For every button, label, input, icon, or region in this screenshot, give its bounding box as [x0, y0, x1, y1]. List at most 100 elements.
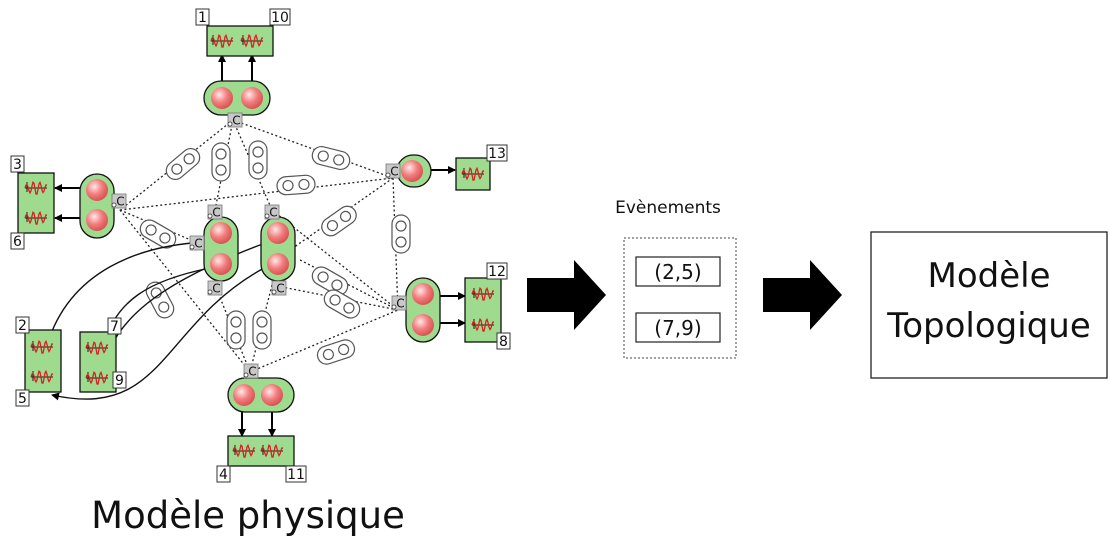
- signal-wave-icon: [30, 369, 54, 384]
- sensor-number: 4: [219, 467, 228, 483]
- connector-tags: C C C C C C C C C C: [111, 112, 407, 379]
- link-capsule: [145, 281, 175, 319]
- sensor-number: 2: [18, 318, 27, 334]
- sensor-box: 12 8: [464, 262, 511, 350]
- event-item-frame: [635, 256, 721, 287]
- signal-wave-icon: [24, 180, 48, 195]
- signal-wave-icon: [260, 443, 284, 458]
- sensor-box: 79: [79, 317, 127, 393]
- node-center-left: [203, 216, 239, 282]
- connector-letter: C: [212, 206, 220, 220]
- link-capsule: [316, 339, 356, 365]
- event-item-frame: [635, 312, 721, 343]
- connector-tag: C: [385, 163, 401, 179]
- sensor-number: 5: [18, 391, 27, 407]
- connector-tag: C: [111, 193, 127, 209]
- signal-wave-icon: [461, 166, 485, 181]
- sensor-box: 25: [15, 316, 62, 407]
- sensor-number: 7: [110, 319, 119, 335]
- node-left: [79, 173, 115, 239]
- sensor-number-frame: [285, 465, 307, 483]
- connector-letter: C: [212, 282, 220, 296]
- physical-model-caption: Modèle physique: [91, 494, 405, 537]
- sensor-number-frame: [112, 371, 127, 389]
- connector-tag: C: [391, 295, 407, 311]
- sensor-box: 36: [10, 155, 55, 250]
- link-capsules: [139, 140, 411, 365]
- sensor-box: 13: [455, 144, 508, 191]
- connector-letter: C: [276, 282, 284, 296]
- signal-wave-icon: [471, 286, 495, 301]
- sensor-number: 13: [488, 146, 506, 162]
- connector-tag: C: [243, 363, 259, 379]
- sensor-number: 1: [198, 10, 207, 26]
- signal-wave-icon: [24, 210, 48, 225]
- connector-letter: C: [232, 114, 240, 128]
- sensor-number-frame: [486, 262, 508, 280]
- node-arrows: [54, 54, 466, 437]
- events-title: Evènements: [615, 198, 721, 218]
- event-item: (7,9): [654, 316, 701, 340]
- sensor-box: 1 10: [195, 8, 291, 57]
- sensor-number-frame: [15, 389, 30, 407]
- connector-letter: C: [390, 165, 398, 179]
- sensor-number-frame: [486, 144, 508, 162]
- signal-wave-icon: [240, 33, 264, 48]
- signal-wave-icon: [210, 33, 234, 48]
- link-capsule: [311, 266, 349, 296]
- big-arrow-right-icon: [763, 260, 842, 330]
- sensor-number: 12: [488, 264, 506, 280]
- sensor-number-frame: [15, 316, 30, 334]
- link-capsule: [211, 142, 231, 182]
- node-top: [203, 80, 271, 116]
- connector-tag: C: [207, 280, 223, 296]
- sensor-number-frame: [107, 317, 122, 335]
- connector-letter: C: [248, 365, 256, 379]
- sensor-number-frame: [10, 232, 25, 250]
- connector-tag: C: [264, 204, 280, 220]
- link-capsule: [248, 140, 268, 180]
- link-capsule: [276, 174, 316, 196]
- connector-letter: C: [116, 195, 124, 209]
- sensor-box: 4 11: [216, 435, 307, 483]
- topological-model-line1: Modèle: [927, 256, 1050, 296]
- sensor-number-frame: [216, 465, 231, 483]
- node-right-top: [396, 154, 432, 188]
- events-box: [623, 237, 737, 359]
- link-capsule: [391, 214, 411, 254]
- sensor-number: 8: [499, 334, 508, 350]
- connector-letter: C: [269, 206, 277, 220]
- connector-tag: C: [207, 204, 223, 220]
- signal-wave-icon: [471, 317, 495, 332]
- big-arrow-right-icon: [527, 260, 606, 330]
- sensor-number: 10: [271, 10, 289, 26]
- link-capsule: [321, 205, 357, 237]
- sensor-number-frame: [10, 155, 25, 173]
- connector-tag: C: [271, 280, 287, 296]
- topological-model-box: [870, 231, 1108, 379]
- sensor-number-frame: [269, 8, 291, 26]
- connector-letter: C: [194, 237, 202, 251]
- link-capsule: [139, 219, 177, 249]
- signal-wave-icon: [30, 339, 54, 354]
- connector-tag: C: [189, 235, 205, 251]
- sensor-number: 11: [287, 467, 305, 483]
- node-center-right: [260, 216, 296, 282]
- sensor-number: 9: [115, 373, 124, 389]
- link-capsule: [165, 147, 201, 181]
- link-capsule: [311, 145, 351, 171]
- sensor-number-frame: [195, 8, 210, 26]
- topological-model-line2: Topologique: [886, 306, 1091, 346]
- sensor-number-frame: [496, 332, 511, 350]
- node-bottom: [227, 377, 295, 413]
- signal-wave-icon: [232, 443, 256, 458]
- link-capsule: [252, 310, 272, 350]
- connector-tag: C: [227, 112, 243, 128]
- nodes: [79, 80, 441, 413]
- event-item: (2,5): [654, 260, 701, 284]
- sensor-number: 6: [13, 234, 22, 250]
- link-capsule: [226, 310, 246, 350]
- link-capsule: [323, 289, 361, 319]
